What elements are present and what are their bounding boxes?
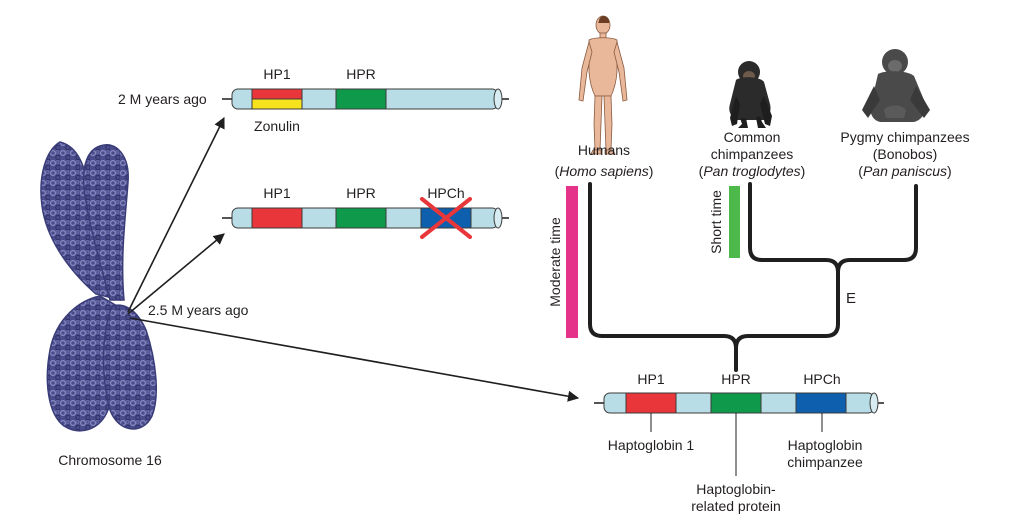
arrow-to-middle-gene: [127, 233, 225, 315]
gene-cluster-middle: [222, 197, 509, 239]
timeline-label-2m: 2 M years ago: [118, 91, 207, 107]
gene-hp1-segment: [251, 88, 303, 100]
tree-branch-bonobos: [836, 184, 918, 274]
tree-branch-chimp-clade: [734, 182, 840, 350]
species-bonobos-line2: (Bonobos): [873, 146, 938, 162]
chromosome-upper-right-arm: [82, 144, 129, 301]
bonobo-icon: [862, 49, 930, 122]
species-humans-latin: (Homo sapiens): [555, 163, 654, 179]
timeline-label-2-5m: 2.5 M years ago: [148, 302, 249, 318]
gene-hpr-label: HPR: [346, 66, 376, 82]
gene-hpr-segment: [710, 392, 762, 414]
species-common-chimps-latin: (Pan troglodytes): [699, 163, 806, 179]
haptoglobin-chimp-label-line2: chimpanzee: [787, 454, 863, 470]
phylogenetic-tree: [588, 182, 918, 372]
chromosome-label: Chromosome 16: [58, 452, 162, 468]
gene-hp1-label: HP1: [263, 66, 290, 82]
species-common-chimps-line2: chimpanzees: [711, 146, 794, 162]
gene-hpch-label: HPCh: [803, 371, 840, 387]
gene-hp1-segment: [625, 392, 677, 414]
gene-hpr-label: HPR: [721, 371, 751, 387]
species-bonobos-latin: (Pan paniscus): [858, 163, 951, 179]
node-e-label: E: [846, 290, 856, 307]
short-time-label: Short time: [708, 190, 724, 254]
species-humans-name: Humans: [578, 142, 630, 158]
gene-hp1-label: HP1: [637, 371, 664, 387]
arrow-to-top-gene: [127, 116, 225, 313]
haptoglobin-related-label-line1: Haptoglobin-: [696, 481, 776, 497]
gene-hpr-segment: [335, 88, 387, 110]
haptoglobin-chimp-label-line1: Haptoglobin: [788, 437, 863, 453]
gene-hpch-segment: [795, 392, 847, 414]
gene-cluster-bottom: [594, 392, 884, 476]
chromosome-lower-right-arm: [102, 304, 157, 430]
gene-hp1-segment: [251, 207, 303, 229]
gene-hp1-label: HP1: [263, 185, 290, 201]
gene-hpr-label: HPR: [346, 185, 376, 201]
cross-out-icon: [420, 197, 472, 239]
moderate-time-label: Moderate time: [547, 217, 563, 307]
gene-zonulin-label: Zonulin: [254, 118, 300, 134]
gene-hpr-segment: [335, 207, 387, 229]
short-time-bar: [729, 186, 740, 258]
species-common-chimps-line1: Common: [724, 129, 781, 145]
chromosome-icon: [40, 141, 157, 432]
gene-cluster-top: [222, 88, 509, 110]
haptoglobin-1-label: Haptoglobin 1: [608, 437, 695, 453]
species-bonobos-line1: Pygmy chimpanzees: [840, 129, 969, 145]
gene-zonulin-segment: [251, 98, 303, 110]
gene-hpch-label: HPCh: [427, 185, 464, 201]
arrow-to-bottom-gene: [129, 317, 580, 402]
moderate-time-bar: [566, 186, 578, 338]
chimpanzee-icon: [729, 61, 772, 128]
haptoglobin-related-label-line2: related protein: [691, 498, 781, 514]
human-figure-icon: [578, 15, 628, 155]
